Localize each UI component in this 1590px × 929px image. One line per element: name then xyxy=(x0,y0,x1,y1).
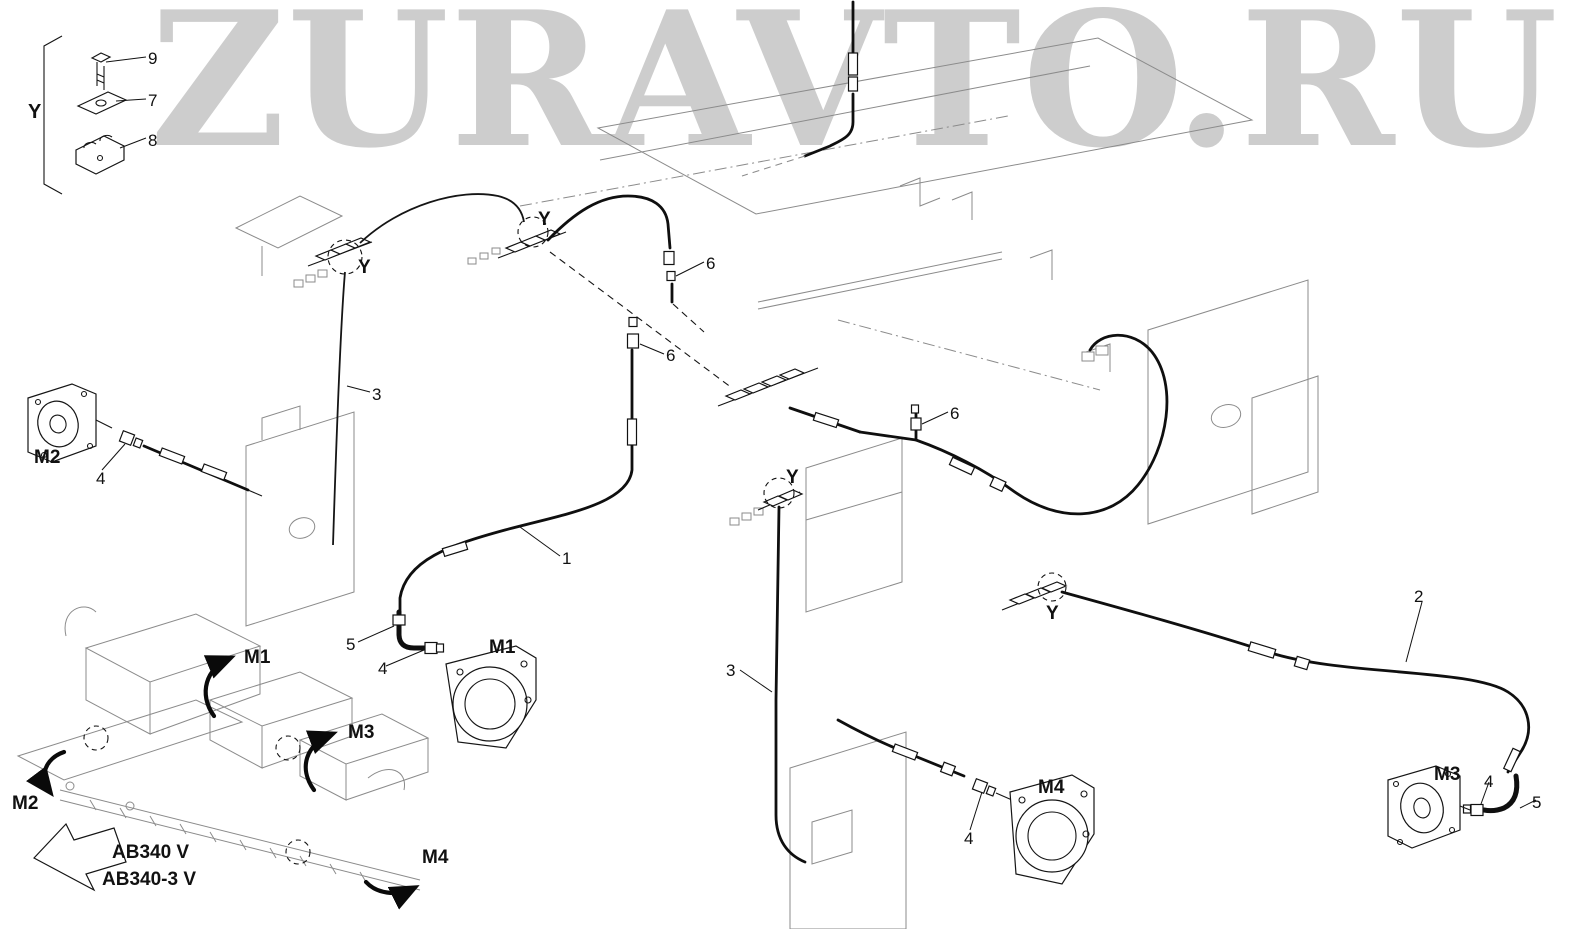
frame-structure xyxy=(234,37,1319,929)
motor-m3-drawing xyxy=(1387,765,1471,849)
view-marker-center: Y xyxy=(786,467,799,488)
part-ref-8: 8 xyxy=(148,131,158,150)
view-marker-right: Y xyxy=(1046,603,1059,624)
inset-port-m1: M1 xyxy=(244,647,271,668)
view-circle-top-center xyxy=(517,216,549,248)
clamp-rails xyxy=(307,216,1068,611)
part-ref-1: 1 xyxy=(562,549,572,568)
view-marker-top-left: Y xyxy=(358,257,371,278)
view-circle-top-left xyxy=(327,239,363,275)
part-ref-6-mid: 6 xyxy=(666,346,676,365)
leader-lines xyxy=(101,56,1537,831)
port-label-m4: M4 xyxy=(1038,777,1065,798)
port-label-m3: M3 xyxy=(1434,764,1461,785)
view-circle-center xyxy=(763,477,795,509)
inset-port-m2: M2 xyxy=(12,793,39,814)
detail-y-assembly xyxy=(43,35,128,195)
inset-port-m3: M3 xyxy=(348,722,375,743)
model-label-ab340-3v: AB340-3 V xyxy=(102,869,196,890)
part-ref-6-right: 6 xyxy=(950,404,960,423)
part-ref-3-left: 3 xyxy=(372,385,382,404)
port-label-m2: M2 xyxy=(34,447,61,468)
part-ref-2: 2 xyxy=(1414,587,1424,606)
part-ref-5-m3: 5 xyxy=(1532,793,1542,812)
hoses xyxy=(118,0,1530,864)
model-label-ab340v: AB340 V xyxy=(112,842,190,863)
part-ref-4-m4: 4 xyxy=(964,829,974,848)
part-ref-5-m1: 5 xyxy=(346,635,356,654)
motor-m4-drawing xyxy=(1009,774,1095,885)
direction-arrow xyxy=(33,822,127,892)
part-ref-9: 9 xyxy=(148,49,158,68)
motor-m2-drawing xyxy=(27,383,113,463)
part-ref-4-m2: 4 xyxy=(96,469,106,488)
detail-view-label: Y xyxy=(28,101,42,123)
part-ref-6-top: 6 xyxy=(706,254,716,273)
part-ref-7: 7 xyxy=(148,91,158,110)
view-circle-right xyxy=(1037,572,1067,602)
inset-port-m4: M4 xyxy=(422,847,449,868)
view-marker-top-center: Y xyxy=(538,209,551,230)
motor-m1-drawing xyxy=(445,645,537,749)
rotation-arrows xyxy=(26,655,420,910)
port-label-m1: M1 xyxy=(489,637,516,658)
part-ref-4-m1: 4 xyxy=(378,659,388,678)
part-ref-3-center: 3 xyxy=(726,661,736,680)
part-ref-4-m3: 4 xyxy=(1484,772,1494,791)
